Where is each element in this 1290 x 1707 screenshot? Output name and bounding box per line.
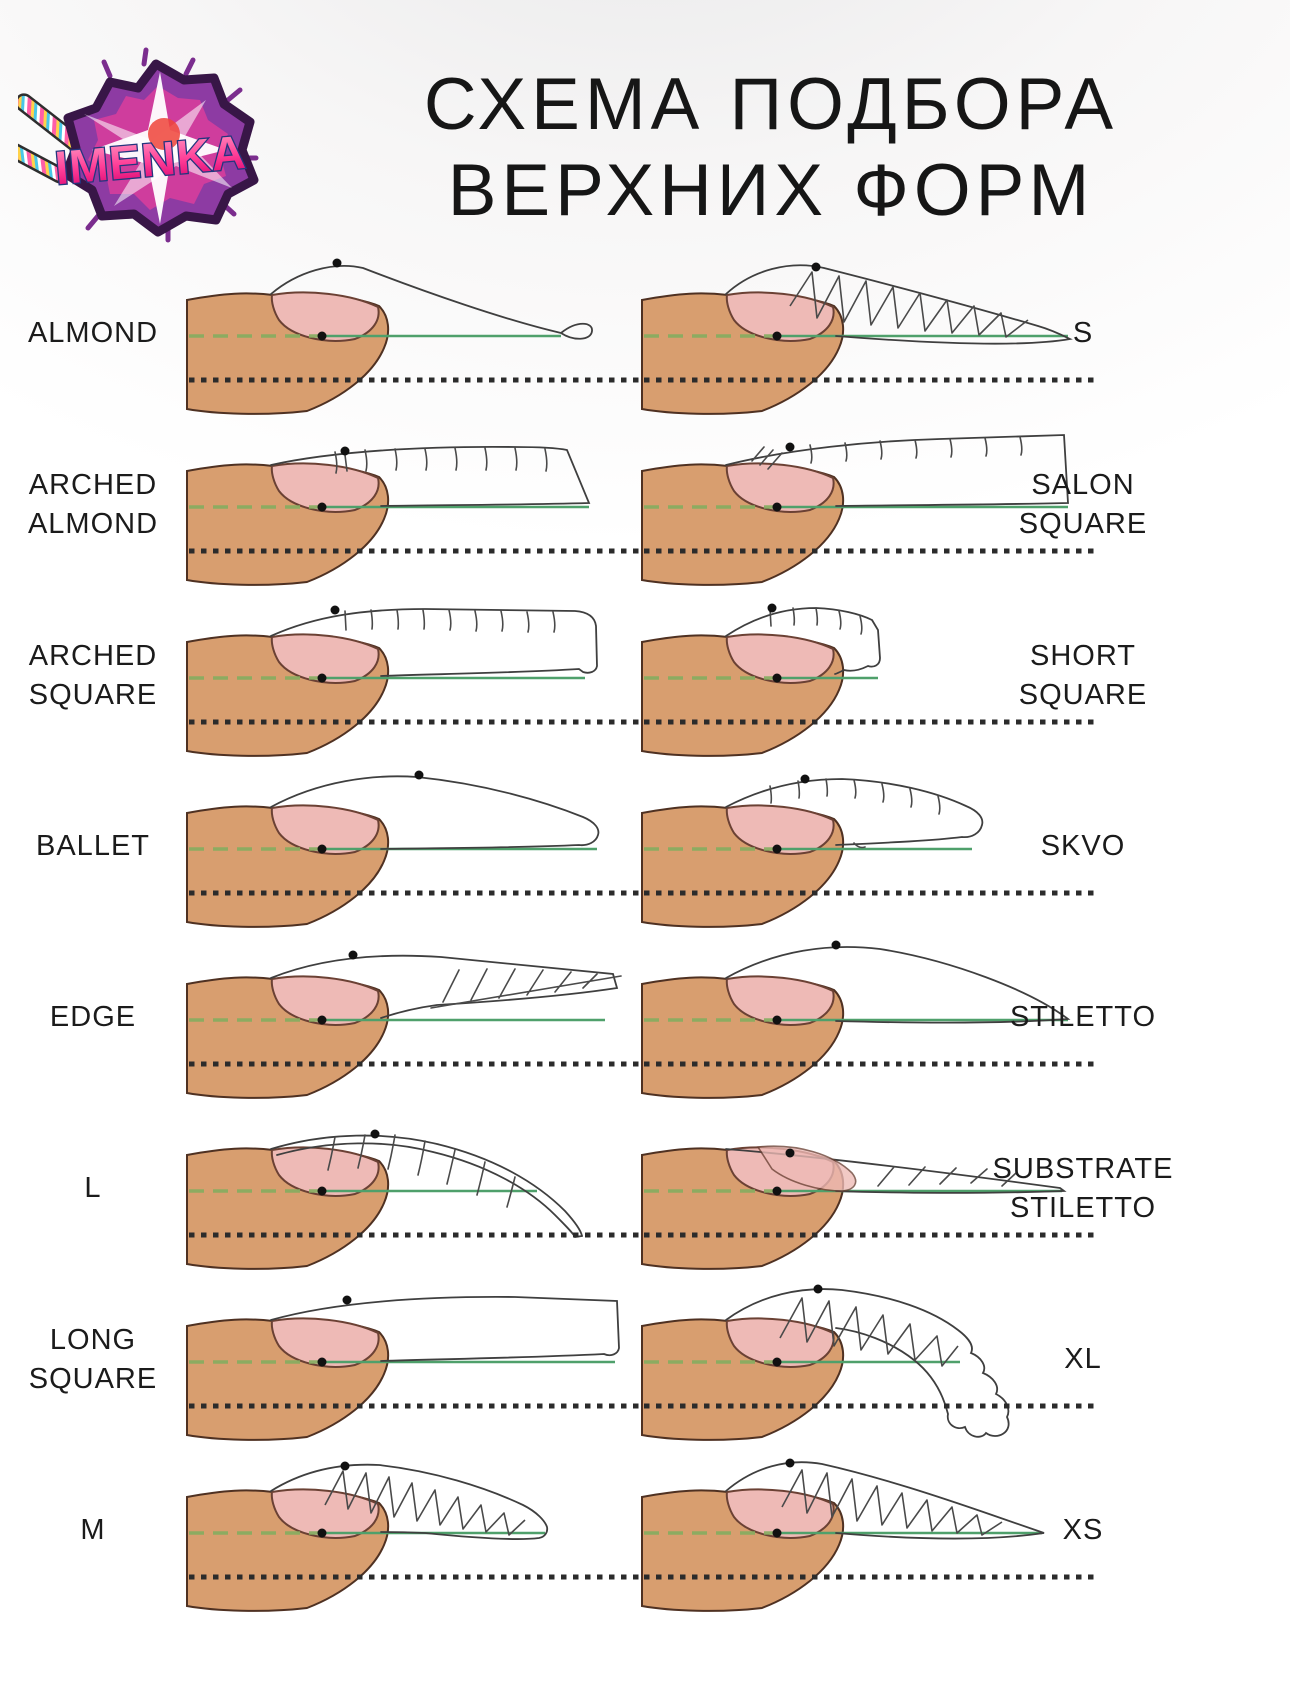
imenka-logo: IMENKA xyxy=(18,47,259,243)
shape-label-line: L xyxy=(84,1172,102,1205)
diagram-row-mShape-xs: M XS xyxy=(0,1445,1290,1616)
shape-label-stiletto: STILETTO xyxy=(958,932,1208,1103)
nail-diagram-almond xyxy=(186,258,643,415)
shape-label-line: ALMOND xyxy=(27,317,159,350)
shape-label-line: EDGE xyxy=(49,1001,137,1034)
shape-label-line: ARCHED xyxy=(28,469,158,502)
shape-label-salonSquare: SALON SQUARE xyxy=(958,419,1208,590)
nail-diagram-archedAlmond xyxy=(186,445,643,586)
nail-shape-chart: ALMOND S ARCHED ALMOND SALON SQUARE ARCHED SQUA… xyxy=(0,248,1290,1616)
shape-label-xs: XS xyxy=(958,1445,1208,1616)
shape-label-mShape: M xyxy=(0,1445,186,1616)
burst-cloud-icon xyxy=(61,59,259,237)
logo-sparks xyxy=(85,47,259,243)
shape-label-edge: EDGE xyxy=(0,932,186,1103)
shape-label-lShape: L xyxy=(0,1103,186,1274)
nail-diagram-xl xyxy=(641,1284,1098,1441)
shape-label-line: SQUARE xyxy=(1018,507,1148,540)
diagram-row-edge-stiletto: EDGE STILETTO xyxy=(0,932,1290,1103)
shape-label-line: XL xyxy=(1064,1343,1102,1376)
shape-label-line: M xyxy=(80,1514,106,1547)
diagram-row-archedSquare-shortSquare: ARCHED SQUARE SHORT SQUARE xyxy=(0,590,1290,761)
shape-label-line: SHORT xyxy=(1030,640,1136,673)
nail-diagram-archedSquare xyxy=(186,605,643,757)
title-line-1: СХЕМА ПОДБОРА xyxy=(423,64,1119,145)
shape-label-line: ARCHED xyxy=(28,640,158,673)
shape-label-line: ALMOND xyxy=(27,507,159,540)
shape-label-line: XS xyxy=(1062,1514,1104,1547)
shape-label-skvo: SKVO xyxy=(958,761,1208,932)
shape-label-ballet: BALLET xyxy=(0,761,186,932)
shape-label-archedSquare: ARCHED SQUARE xyxy=(0,590,186,761)
shape-label-s: S xyxy=(958,248,1208,419)
shape-label-line: SKVO xyxy=(1040,830,1126,863)
nail-diagram-salonSquare xyxy=(641,434,1098,586)
diagram-row-lShape-substrateStiletto: L SUBSTRATE STILETTO xyxy=(0,1103,1290,1274)
diagram-row-ballet-skvo: BALLET SKVO xyxy=(0,761,1290,932)
shape-label-line: LONG xyxy=(49,1324,137,1357)
nail-diagram-longSquare xyxy=(186,1295,643,1441)
shape-label-line: SALON xyxy=(1031,469,1135,502)
shape-label-substrateStiletto: SUBSTRATE STILETTO xyxy=(958,1103,1208,1274)
nail-diagram-s xyxy=(641,262,1098,415)
shape-label-line: STILETTO xyxy=(1009,1001,1157,1034)
nail-diagram-substrateStiletto xyxy=(641,1145,1098,1270)
title-line-2: ВЕРХНИХ ФОРМ xyxy=(447,150,1095,232)
nail-diagram-ballet xyxy=(186,770,643,928)
header: IMENKA СХЕМА ПОДБОРА ВЕРХНИХ ФОРМ xyxy=(0,0,1290,250)
shape-label-line: SQUARE xyxy=(1018,678,1148,711)
shape-label-line: SQUARE xyxy=(28,678,158,711)
diagram-row-almond-s: ALMOND S xyxy=(0,248,1290,419)
shape-label-almond: ALMOND xyxy=(0,248,186,419)
shape-label-archedAlmond: ARCHED ALMOND xyxy=(0,419,186,590)
nail-diagram-xs xyxy=(641,1458,1098,1612)
nail-diagram-skvo xyxy=(641,774,1098,928)
shape-label-shortSquare: SHORT SQUARE xyxy=(958,590,1208,761)
page-title: СХЕМА ПОДБОРА ВЕРХНИХ ФОРМ xyxy=(262,62,1280,234)
nail-diagram-edge xyxy=(186,950,643,1099)
nail-diagram-lShape xyxy=(186,1129,643,1270)
shape-label-line: SUBSTRATE xyxy=(992,1153,1174,1186)
nail-diagram-mShape xyxy=(186,1461,643,1612)
shape-label-xl: XL xyxy=(958,1274,1208,1445)
diagram-row-longSquare-xl: LONG SQUARE XL xyxy=(0,1274,1290,1445)
shape-label-line: SQUARE xyxy=(28,1362,158,1395)
shape-label-line: BALLET xyxy=(36,830,150,863)
diagram-row-archedAlmond-salonSquare: ARCHED ALMOND SALON SQUARE xyxy=(0,419,1290,590)
shape-label-line: S xyxy=(1072,317,1094,350)
nail-diagram-stiletto xyxy=(641,940,1098,1099)
nail-diagram-shortSquare xyxy=(641,603,1098,757)
shape-label-longSquare: LONG SQUARE xyxy=(0,1274,186,1445)
shape-label-line: STILETTO xyxy=(1009,1191,1157,1224)
